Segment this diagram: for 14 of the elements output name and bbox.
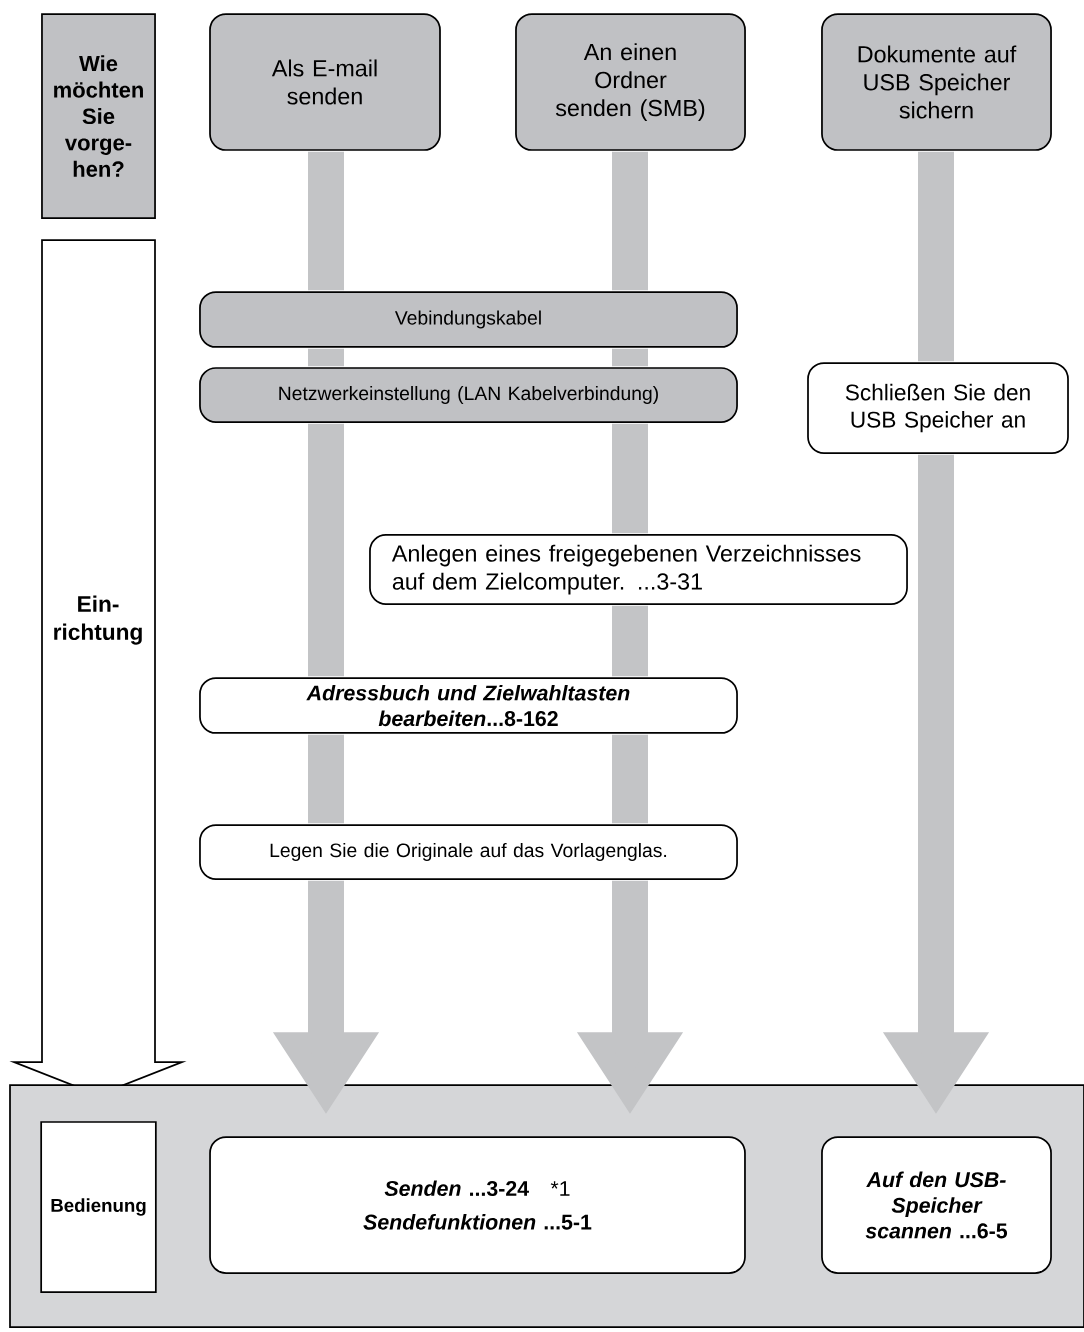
step-box: Schließen Sie den USB Speicher an: [807, 362, 1069, 454]
arrow-box: Ein- richtung: [9, 239, 187, 1096]
option-box: An einen Ordner senden (SMB): [515, 13, 746, 151]
step-box: Legen Sie die Originale auf das Vorlagenglas.: [199, 824, 738, 880]
step-box: Anlegen eines freigegebenen Verzeichnisses auf dem Zielcomputer. ...3-31: [369, 534, 908, 605]
step-box: Netzwerkeinstellung (LAN Kabelverbindung): [199, 367, 738, 423]
option-box: Als E-mail senden: [209, 13, 441, 151]
step-box: Vebindungskabel: [199, 291, 738, 348]
step-box: Adressbuch und Zielwahltasten bearbeiten...8-162: [199, 677, 738, 734]
result-box: Senden ...3-24 *1 Sendefunktionen ...5-1: [209, 1136, 746, 1274]
label-box: Bedienung: [40, 1121, 157, 1293]
result-box: Auf den USB- Speicher scannen ...6-5: [821, 1136, 1052, 1274]
option-box: Dokumente auf USB Speicher sichern: [821, 13, 1052, 151]
question-box: Wie möchten Sie vorge- hen?: [41, 13, 156, 219]
